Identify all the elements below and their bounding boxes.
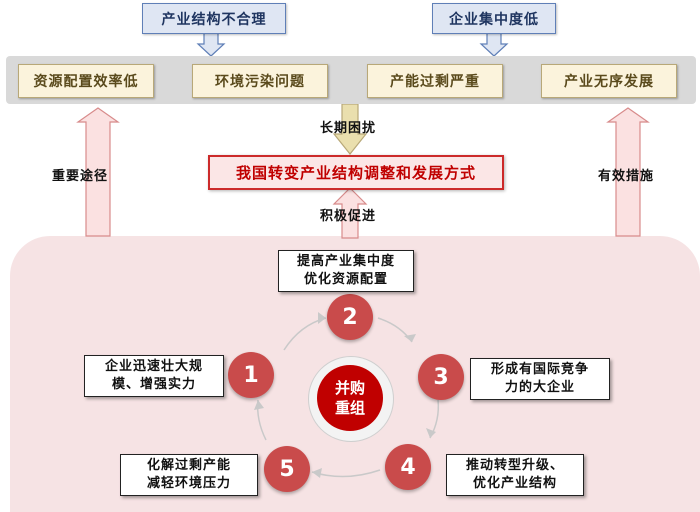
cycle-arrowheads	[254, 312, 436, 478]
step-box-4: 推动转型升级、 优化产业结构	[446, 454, 584, 496]
step-text-line-1: 化解过剩产能	[146, 458, 231, 473]
label-promote: 积极促进	[320, 209, 377, 224]
up-arrow-right-icon	[606, 107, 650, 237]
down-arrow-center-icon	[332, 103, 368, 155]
problem-label: 产业无序发展	[564, 74, 654, 90]
problem-box-4: 产业无序发展	[541, 64, 677, 98]
problem-box-1: 资源配置效率低	[18, 64, 154, 98]
step-text-line-1: 推动转型升级、	[465, 458, 564, 473]
step-text-line-2: 减轻环境压力	[146, 476, 231, 491]
step-text-line-2: 优化资源配置	[303, 272, 388, 287]
label-effective-measure: 有效措施	[598, 169, 655, 184]
center-goal-label: 我国转变产业结构调整和发展方式	[235, 164, 476, 182]
step-number-3: 3	[418, 354, 464, 400]
down-arrow-left-icon	[196, 31, 226, 57]
problem-box-3: 产能过剩严重	[367, 64, 503, 98]
up-arrow-left-icon	[76, 107, 120, 237]
cause-box-industrial-structure: 产业结构不合理	[142, 3, 286, 34]
step-box-2: 提高产业集中度 优化资源配置	[278, 250, 414, 292]
problem-box-2: 环境污染问题	[192, 64, 328, 98]
cause-label: 产业结构不合理	[161, 11, 267, 28]
step-box-5: 化解过剩产能 减轻环境压力	[120, 454, 258, 496]
label-long-term: 长期困扰	[320, 121, 377, 136]
step-text-line-1: 企业迅速壮大规	[104, 359, 203, 374]
step-box-1: 企业迅速壮大规 模、增强实力	[84, 355, 224, 397]
step-text-line-1: 提高产业集中度	[296, 254, 395, 269]
center-goal-box: 我国转变产业结构调整和发展方式	[208, 155, 504, 190]
problem-label: 环境污染问题	[215, 74, 305, 90]
step-number-5: 5	[264, 446, 310, 492]
center-line-2: 重组	[334, 399, 365, 417]
step-text-line-2: 优化产业结构	[472, 476, 557, 491]
step-number-1: 1	[228, 352, 274, 398]
step-text-line-1: 形成有国际竞争	[490, 362, 589, 377]
up-arrow-center-icon	[332, 187, 368, 239]
cause-label: 企业集中度低	[449, 11, 539, 28]
step-text-line-2: 力的大企业	[504, 380, 575, 395]
step-number-2: 2	[327, 294, 373, 340]
problem-label: 产能过剩严重	[390, 74, 480, 90]
step-box-3: 形成有国际竞争 力的大企业	[470, 358, 610, 400]
label-important-way: 重要途径	[52, 169, 109, 184]
problem-label: 资源配置效率低	[33, 74, 139, 90]
step-number-4: 4	[385, 444, 431, 490]
center-circle: 并购 重组	[317, 365, 383, 431]
step-text-line-2: 模、增强实力	[111, 377, 196, 392]
down-arrow-right-icon	[479, 31, 509, 57]
center-line-1: 并购	[334, 379, 365, 397]
cause-box-enterprise-concentration: 企业集中度低	[432, 3, 556, 34]
